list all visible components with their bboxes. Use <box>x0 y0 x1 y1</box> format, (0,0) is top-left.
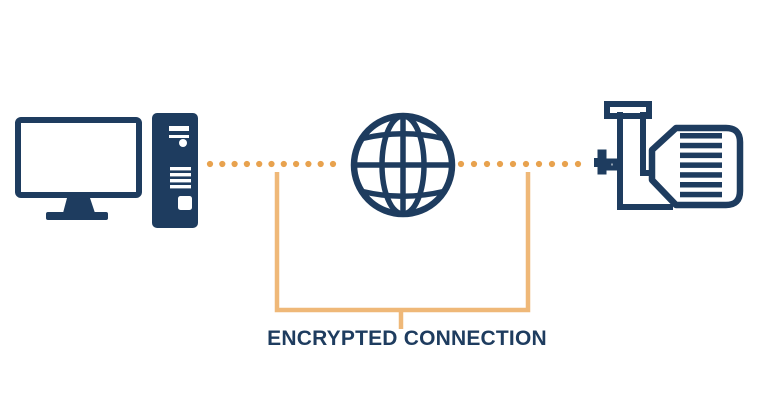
encrypted-connection-bracket <box>274 172 531 329</box>
pump-fins <box>680 133 722 198</box>
dotted-connection-right <box>457 160 595 168</box>
dotted-connection-left <box>206 160 349 168</box>
desktop-computer-icon <box>15 113 198 228</box>
monitor-icon <box>15 117 142 220</box>
globe-internet-icon <box>350 112 456 218</box>
computer-tower-icon <box>152 113 198 228</box>
encrypted-connection-label: ENCRYPTED CONNECTION <box>267 327 547 350</box>
industrial-pump-icon <box>594 101 744 210</box>
